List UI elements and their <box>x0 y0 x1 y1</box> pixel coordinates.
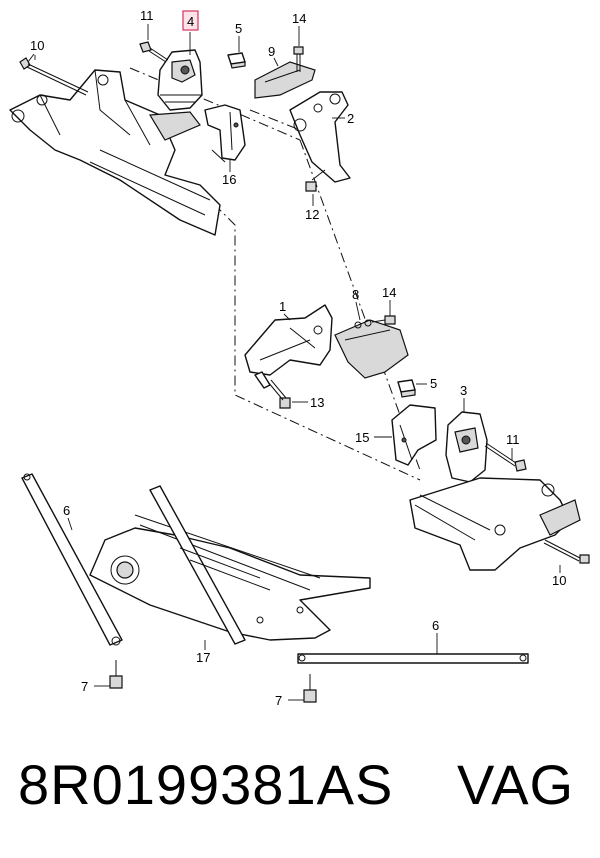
callout-10[interactable]: 10 <box>30 38 44 53</box>
callout-5[interactable]: 5 <box>430 376 437 391</box>
footer: 8R0199381AS VAG <box>0 752 600 842</box>
callout-11[interactable]: 11 <box>140 8 154 23</box>
bolt-11-upper <box>139 41 169 63</box>
engine-mount-4 <box>157 49 203 111</box>
callout-3[interactable]: 3 <box>460 383 467 398</box>
callout-6[interactable]: 6 <box>432 618 439 633</box>
callout-16[interactable]: 16 <box>222 172 236 187</box>
callout-15[interactable]: 15 <box>355 430 369 445</box>
bolt-12 <box>305 169 326 192</box>
heat-shield-8 <box>334 319 409 379</box>
part-number: 8R0199381AS <box>18 753 394 816</box>
bracket-15 <box>391 404 437 466</box>
callout-8[interactable]: 8 <box>352 287 359 302</box>
engine-mount-3 <box>445 411 488 483</box>
callout-13[interactable]: 13 <box>310 395 324 410</box>
callout-17[interactable]: 17 <box>196 650 210 665</box>
callout-1[interactable]: 1 <box>279 299 286 314</box>
callout-7[interactable]: 7 <box>81 679 88 694</box>
bolt-14-upper <box>293 46 304 72</box>
brand-name: VAG <box>457 753 575 816</box>
callout-7[interactable]: 7 <box>275 693 282 708</box>
strut-6-right <box>297 653 529 664</box>
bolt-13 <box>267 379 291 409</box>
bolt-11-middle <box>484 442 527 472</box>
parts-exploded-diagram: 11 4 5 14 10 9 2 16 12 1 8 14 5 13 3 15 … <box>9 8 590 708</box>
bolt-7-left <box>109 660 123 689</box>
bolt-10-upper <box>19 55 89 96</box>
callout-14[interactable]: 14 <box>382 285 396 300</box>
callout-4[interactable]: 4 <box>187 14 194 29</box>
callout-10[interactable]: 10 <box>552 573 566 588</box>
bolt-14-middle <box>371 315 396 325</box>
bracket-16 <box>204 104 246 163</box>
subframe-upper <box>9 69 221 236</box>
strut-6-left <box>21 473 123 646</box>
leader-lines <box>27 24 561 701</box>
callout-12[interactable]: 12 <box>305 207 319 222</box>
brace-plate-17 <box>89 485 371 645</box>
cap-5-upper <box>227 52 246 69</box>
cap-5-middle <box>397 379 416 398</box>
subframe-lower-right <box>409 477 581 571</box>
bracket-2 <box>289 91 351 183</box>
callout-6[interactable]: 6 <box>63 503 70 518</box>
callout-labels: 11 4 5 14 10 9 2 16 12 1 8 14 5 13 3 15 … <box>30 8 566 708</box>
callout-9[interactable]: 9 <box>268 44 275 59</box>
bolt-7-right <box>303 674 317 703</box>
callout-5[interactable]: 5 <box>235 21 242 36</box>
callout-4-highlight <box>182 10 199 31</box>
callout-14[interactable]: 14 <box>292 11 306 26</box>
bolt-10-lower <box>543 539 590 564</box>
callout-11[interactable]: 11 <box>506 432 520 447</box>
callout-2[interactable]: 2 <box>347 111 354 126</box>
bracket-1 <box>244 304 333 389</box>
heat-shield-9 <box>254 61 316 99</box>
